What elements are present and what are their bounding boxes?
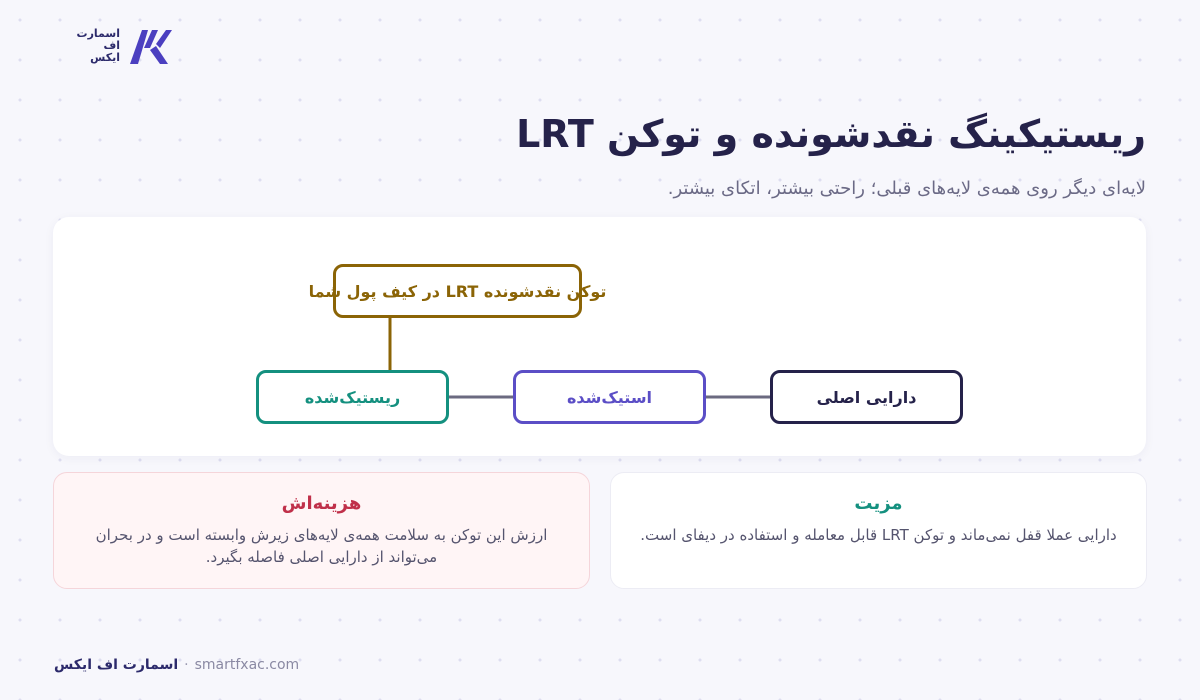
- node-restaked: ریستیک‌شده: [256, 370, 449, 424]
- logo-text: اسمارت اف ایکس: [76, 28, 120, 64]
- node-original-asset: دارایی اصلی: [770, 370, 963, 424]
- logo-line-1: اسمارت: [76, 27, 120, 40]
- diagram-card: توکن نقدشونده LRT در کیف پول شما دارایی …: [53, 217, 1146, 456]
- footer: اسمارت اف ایکس · smartfxac.com: [54, 657, 299, 673]
- brand-logo: اسمارت اف ایکس: [76, 24, 174, 68]
- benefit-body: دارایی عملا قفل نمی‌ماند و توکن LRT قابل…: [640, 526, 1117, 544]
- logo-line-2: اف: [103, 39, 120, 52]
- benefit-heading: مزیت: [854, 493, 903, 514]
- footer-separator: ·: [184, 657, 189, 673]
- node-lrt-wallet: توکن نقدشونده LRT در کیف پول شما: [309, 264, 606, 318]
- node-staked: استیک‌شده: [513, 370, 706, 424]
- page-title: ریستیکینگ نقدشونده و توکن LRT: [516, 112, 1146, 156]
- footer-url[interactable]: smartfxac.com: [194, 657, 300, 673]
- footer-brand: اسمارت اف ایکس: [54, 657, 179, 673]
- page-subtitle: لایه‌ای دیگر روی همه‌ی لایه‌های قبلی؛ را…: [667, 178, 1146, 199]
- logo-line-3: ایکس: [90, 51, 120, 64]
- cost-body: ارزش این توکن به سلامت همه‌ی لایه‌های زی…: [95, 526, 548, 566]
- benefit-card: مزیت دارایی عملا قفل نمی‌ماند و توکن LRT…: [610, 472, 1147, 589]
- connectors: [388, 318, 770, 399]
- cost-heading: هزینه‌اش: [281, 493, 362, 514]
- logo-mark-icon: [130, 30, 172, 64]
- cost-card: هزینه‌اش ارزش این توکن به سلامت همه‌ی لا…: [53, 472, 590, 589]
